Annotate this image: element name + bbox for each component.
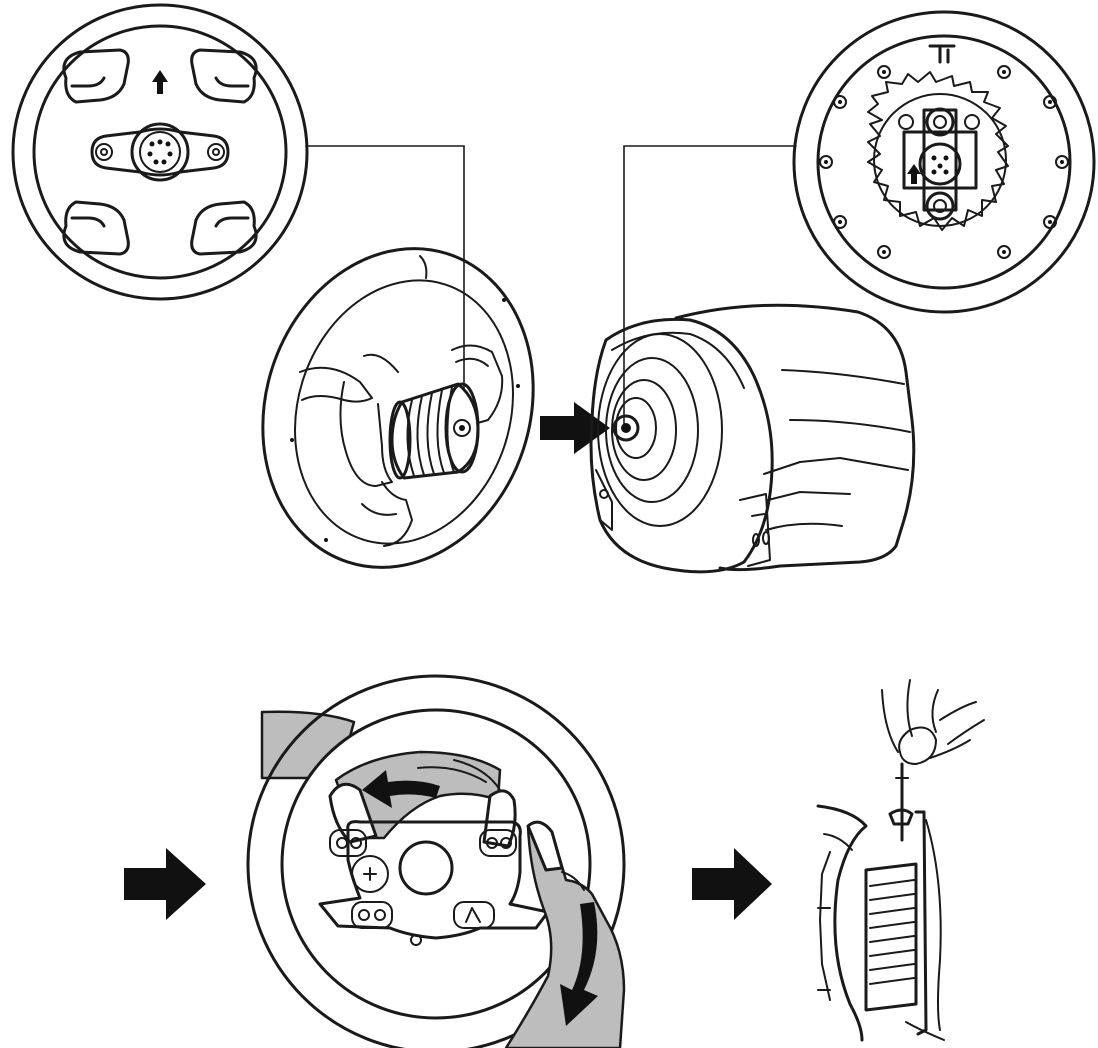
- wheel-base-icon: [589, 303, 916, 574]
- wheel-quick-release-detail-icon: [11, 3, 309, 301]
- base-hub-detail-icon: [792, 10, 1096, 314]
- arrow-right-icon-2: [124, 848, 206, 920]
- arrow-right-icon-3: [692, 848, 772, 920]
- leader-line-right: [623, 145, 797, 429]
- hands-rotating-wheel-icon: [246, 674, 626, 1048]
- arrow-right-icon: [540, 402, 610, 454]
- wheel-mounting-icon: [261, 247, 535, 569]
- screwdriver-tighten-icon: [816, 679, 985, 1042]
- leader-line-left: [305, 145, 465, 426]
